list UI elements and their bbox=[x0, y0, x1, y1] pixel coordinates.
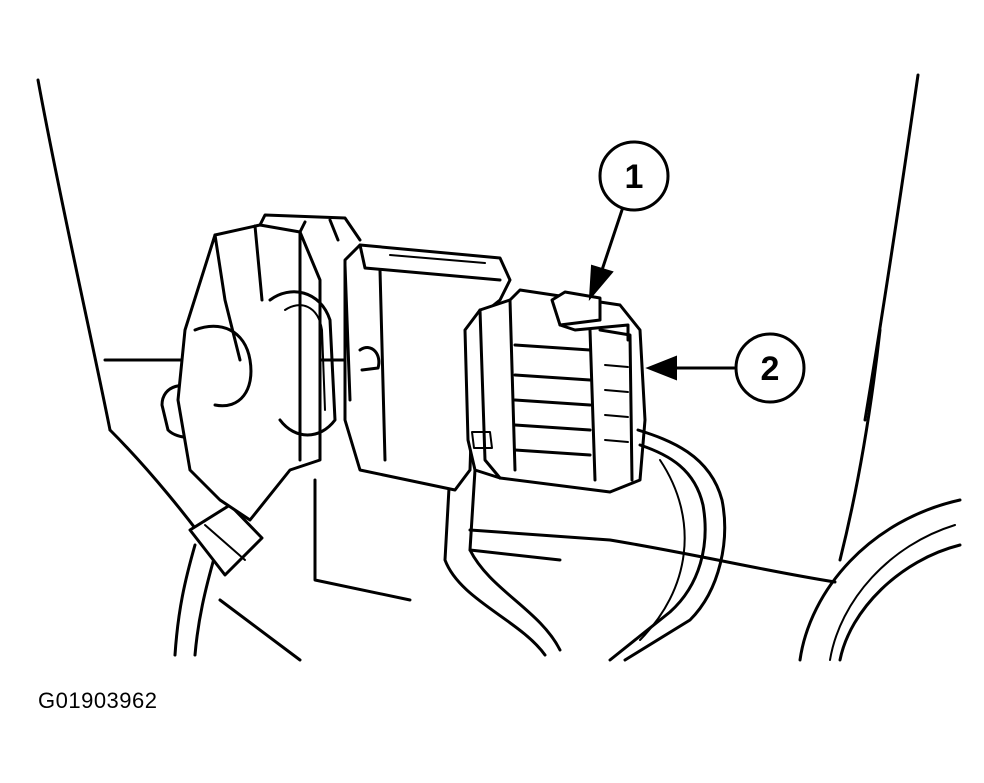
callout-2: 2 bbox=[645, 332, 806, 404]
connector-locking-tab bbox=[550, 290, 630, 342]
callout-2-arrowhead bbox=[645, 355, 677, 381]
figure-id-label: G01903962 bbox=[38, 688, 158, 713]
switch-body bbox=[176, 213, 362, 522]
mounting-bracket bbox=[443, 468, 562, 657]
callout-1-label: 1 bbox=[625, 158, 644, 196]
callout-2-label: 2 bbox=[761, 350, 780, 388]
electrical-connector bbox=[463, 288, 647, 494]
round-knob bbox=[798, 498, 962, 662]
callout-1-arrowhead bbox=[588, 264, 614, 301]
right-wire-harness bbox=[608, 428, 727, 662]
callout-1: 1 bbox=[588, 140, 670, 301]
left-wire-harness bbox=[173, 503, 264, 657]
